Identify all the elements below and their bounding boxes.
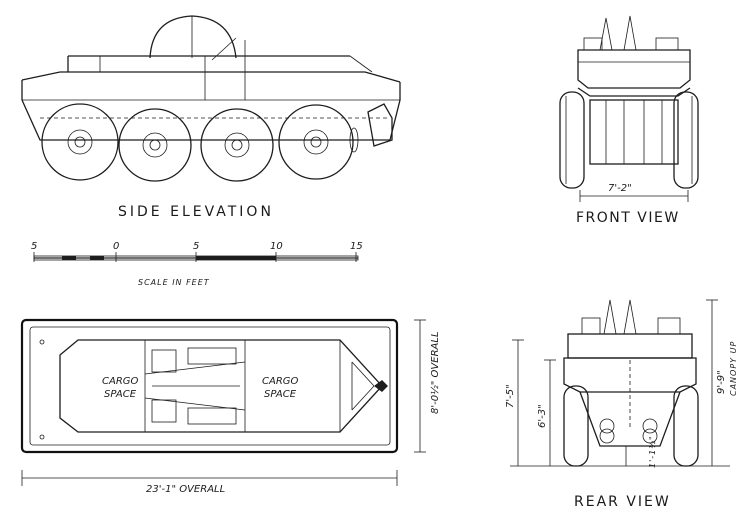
side-wheel-3 bbox=[200, 108, 274, 182]
rear-overall-height-dim: 7'-5" bbox=[505, 384, 516, 408]
plan-view: CARGO SPACE CARGO SPACE 8'-0½" OVERALL 2… bbox=[20, 318, 441, 495]
cargo-label-left-2: SPACE bbox=[104, 389, 137, 400]
rear-canopy-dim: 9'-9" bbox=[716, 370, 727, 394]
front-hull-top bbox=[577, 49, 691, 89]
rear-canopy-label: CANOPY UP bbox=[729, 341, 738, 396]
rear-body-height-dim: 6'-3" bbox=[537, 404, 548, 428]
hull-outline-plan bbox=[20, 318, 399, 454]
propeller bbox=[349, 127, 359, 153]
side-elevation-title: SIDE ELEVATION bbox=[118, 204, 274, 220]
cargo-label-right-2: SPACE bbox=[264, 389, 297, 400]
scale-tick-label: 15 bbox=[350, 241, 363, 252]
cargo-compartment bbox=[59, 339, 383, 433]
front-width-dim: 7'-2" bbox=[608, 183, 632, 194]
rudder bbox=[367, 103, 393, 147]
rear-wheel-left bbox=[563, 385, 589, 467]
scale-tick-label: 5 bbox=[193, 241, 199, 252]
hull-body bbox=[21, 80, 401, 141]
front-view: 7'-2" FRONT VIEW bbox=[559, 15, 699, 226]
side-wheel-2 bbox=[118, 108, 192, 182]
front-view-title: FRONT VIEW bbox=[576, 210, 680, 226]
front-wheel-left bbox=[559, 91, 585, 189]
front-wheel-right bbox=[673, 91, 699, 189]
rear-view: 7'-5" 6'-3" 1'-1½" 9'-9" CANOPY UP REAR … bbox=[505, 299, 738, 510]
scale-bar: 5 0 5 10 15 SCALE IN FEET bbox=[31, 241, 363, 287]
rear-view-title: REAR VIEW bbox=[574, 494, 671, 510]
cargo-label-left-1: CARGO bbox=[102, 376, 139, 387]
rear-hull-top bbox=[567, 333, 693, 359]
side-wheel-1 bbox=[41, 103, 119, 181]
plan-width-dim: 8'-0½" OVERALL bbox=[429, 331, 441, 414]
cargo-label-right-1: CARGO bbox=[262, 376, 299, 387]
plan-length-dim: 23'-1" OVERALL bbox=[146, 484, 225, 495]
side-elevation-view: SIDE ELEVATION bbox=[21, 15, 401, 220]
rear-clearance-dim: 1'-1½" bbox=[648, 435, 657, 468]
scale-tick-label: 5 bbox=[31, 241, 37, 252]
canopy-dome bbox=[149, 15, 237, 59]
hull-deck bbox=[21, 71, 401, 83]
side-wheel-4 bbox=[278, 104, 354, 180]
scale-tick-label: 10 bbox=[270, 241, 283, 252]
scale-tick-label: 0 bbox=[113, 241, 119, 252]
front-hull-body bbox=[589, 99, 679, 165]
scale-label: SCALE IN FEET bbox=[138, 278, 210, 287]
